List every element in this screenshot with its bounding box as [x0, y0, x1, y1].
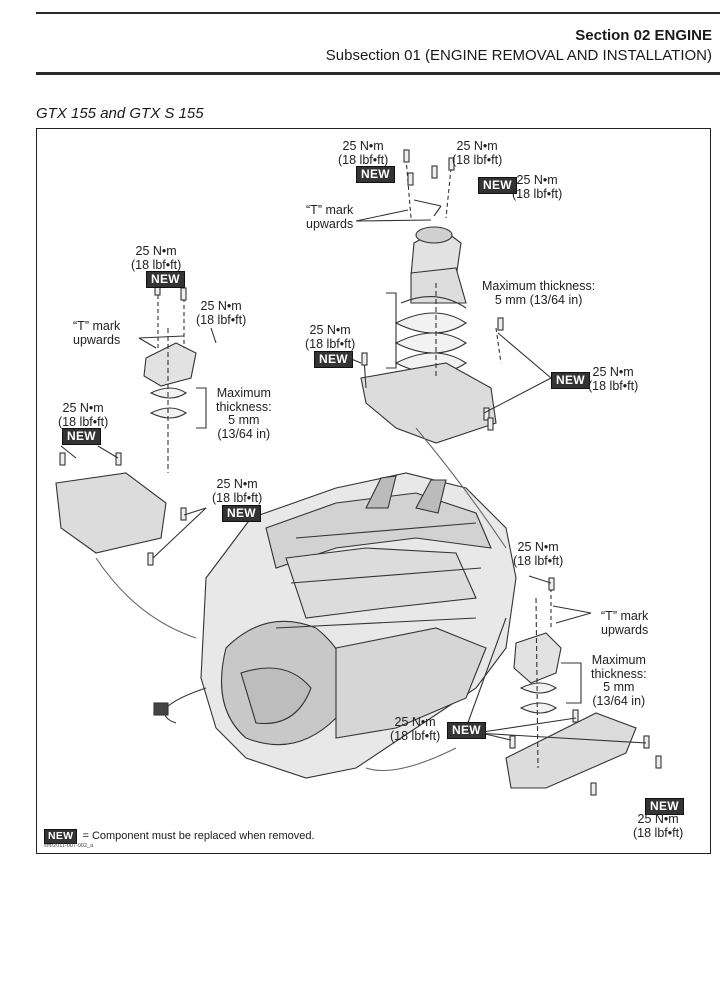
max-thickness-label-top: Maximum thickness:5 mm (13/64 in): [482, 279, 596, 307]
header-bottom-rule: [36, 72, 720, 75]
torque-label-left-d: 25 N•m(18 lbf•ft): [212, 477, 263, 505]
front-mount-assembly: [360, 157, 507, 549]
legend-text: = Component must be replaced when remove…: [82, 830, 315, 842]
torque-label-top-a: 25 N•m(18 lbf•ft): [338, 139, 389, 167]
torque-label-right-b: 25 N•m(18 lbf•ft): [390, 715, 441, 743]
leader-lines: [60, 199, 647, 744]
engine-mount-illustration: [55, 149, 662, 796]
subsection-title: Subsection 01 (ENGINE REMOVAL AND INSTAL…: [325, 47, 712, 64]
rear-mount-assembly: [365, 588, 637, 789]
torque-label-top-c: 25 N•m(18 lbf•ft): [512, 173, 563, 201]
torque-label-right-c: 25 N•m(18 lbf•ft): [633, 812, 684, 840]
torque-label-top-b: 25 N•m(18 lbf•ft): [452, 139, 503, 167]
bolts: [59, 149, 662, 796]
legend: NEW = Component must be replaced when re…: [44, 829, 315, 844]
torque-label-top-d: 25 N•m(18 lbf•ft): [305, 323, 356, 351]
legend-new-badge: NEW: [44, 829, 78, 844]
section-title: Section 02 ENGINE: [575, 27, 712, 44]
figure-code: smr2011-007-002_a: [44, 843, 94, 849]
new-badge-right-b: NEW: [447, 722, 486, 739]
torque-label-top-e: 25 N•m(18 lbf•ft): [588, 365, 639, 393]
torque-label-left-c: 25 N•m(18 lbf•ft): [58, 401, 109, 429]
engine-assembly: [153, 472, 517, 779]
new-badge-left-c: NEW: [62, 428, 101, 445]
new-badge-left-d: NEW: [222, 505, 261, 522]
new-badge-top-b: NEW: [478, 177, 517, 194]
left-mount-assembly: [55, 288, 197, 639]
new-badge-left-a: NEW: [146, 271, 185, 288]
torque-label-left-a: 25 N•m(18 lbf•ft): [131, 244, 182, 272]
model-heading: GTX 155 and GTX S 155: [36, 105, 204, 122]
diagram-frame: [36, 128, 711, 854]
header-top-rule: [36, 12, 720, 14]
torque-label-right-a: 25 N•m(18 lbf•ft): [513, 540, 564, 568]
new-badge-top-d: NEW: [314, 351, 353, 368]
new-badge-right-c: NEW: [645, 798, 684, 815]
new-badge-top-e: NEW: [551, 372, 590, 389]
new-badge-top-a: NEW: [356, 166, 395, 183]
torque-label-left-b: 25 N•m(18 lbf•ft): [196, 299, 247, 327]
